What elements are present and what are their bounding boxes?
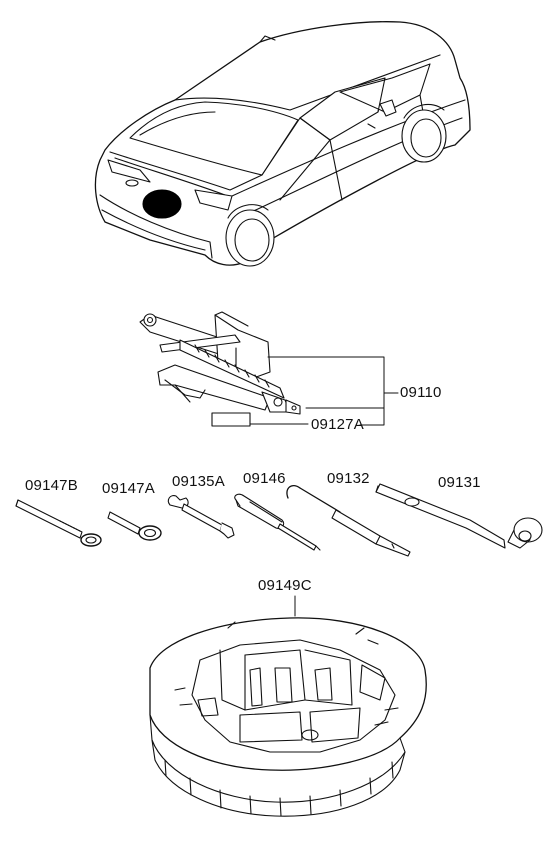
eye-bolt-short <box>107 511 162 541</box>
spare-tyre-tray <box>149 595 427 817</box>
label-eye-bolt-short: 09147A <box>102 480 155 497</box>
label-jack-plate: 09127A <box>311 416 364 433</box>
label-screwdriver: 09146 <box>243 470 286 487</box>
spanner <box>167 495 235 539</box>
label-wheel-wrench: 09131 <box>438 474 481 491</box>
label-tray: 09149C <box>258 577 312 594</box>
label-spanner: 09135A <box>172 473 225 490</box>
eye-bolt-long <box>15 499 102 547</box>
label-hook-rod: 09132 <box>327 470 370 487</box>
wheel-wrench <box>375 483 543 549</box>
car-illustration <box>94 21 471 267</box>
label-eye-bolt-long: 09147B <box>25 477 78 494</box>
hook-rod <box>286 484 411 557</box>
screwdriver <box>234 493 321 551</box>
jack-illustration <box>139 311 399 427</box>
label-jack-assembly: 09110 <box>400 384 442 401</box>
